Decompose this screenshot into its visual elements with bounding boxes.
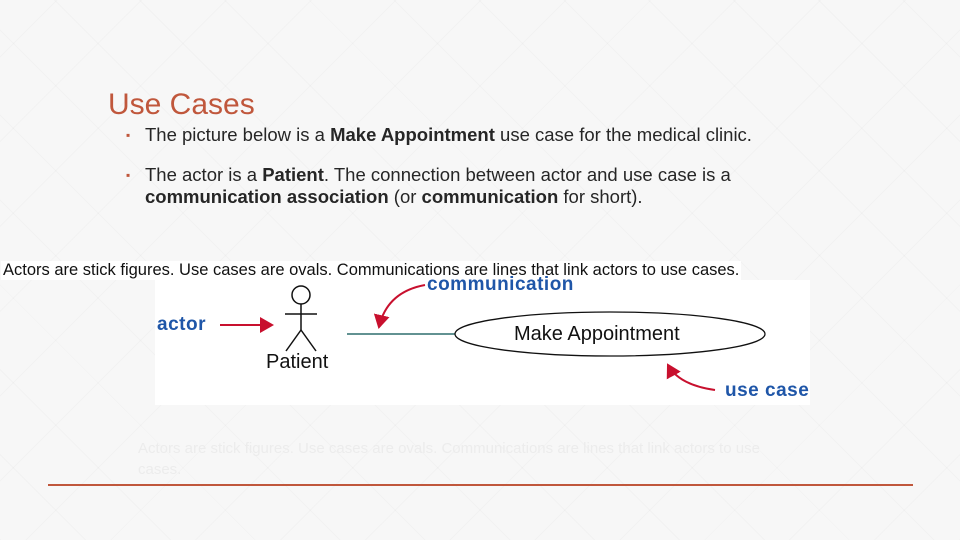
bold-term: Make Appointment — [330, 124, 495, 145]
bold-term: communication association — [145, 186, 389, 207]
actor-right-leg — [300, 329, 317, 352]
slide-title: Use Cases — [108, 88, 255, 121]
image-caption: Actors are stick figures. Use cases are … — [1, 261, 742, 280]
bullet-list: ▪ The picture below is a Make Appointmen… — [126, 124, 826, 226]
text-run: . The connection between actor and use c… — [323, 164, 731, 185]
use-case-arrow-icon — [666, 363, 716, 391]
footer-divider — [48, 484, 913, 486]
text-run: for short). — [558, 186, 643, 207]
actor-name-label: Patient — [266, 351, 329, 373]
bullet-item: ▪ The picture below is a Make Appointmen… — [126, 124, 826, 146]
actor-head — [291, 285, 311, 305]
actor-left-leg — [285, 329, 302, 352]
use-case-annotation: use case — [725, 380, 810, 401]
bullet-item: ▪ The actor is a Patient. The connection… — [126, 164, 826, 208]
communication-arrow-icon — [373, 284, 426, 329]
bold-term: Patient — [262, 164, 324, 185]
actor-annotation: actor — [157, 314, 206, 335]
bullet-marker-icon: ▪ — [126, 168, 131, 182]
communication-annotation: communication — [427, 274, 574, 295]
bullet-marker-icon: ▪ — [126, 128, 131, 142]
actor-stick-figure — [285, 285, 317, 352]
use-case-oval — [454, 311, 766, 357]
bullet-text: The actor is a Patient. The connection b… — [145, 164, 731, 207]
text-run: The picture below is a — [145, 124, 331, 145]
bold-term: communication — [421, 186, 559, 207]
text-run: use case for the medical clinic. — [494, 124, 752, 145]
bullet-text: The picture below is a Make Appointment … — [145, 124, 752, 145]
text-run: The actor is a — [145, 164, 263, 185]
use-case-diagram: communication actor use case Patient Mak… — [155, 274, 810, 405]
alt-text-caption: Actors are stick figures. Use cases are … — [138, 440, 760, 478]
text-run: (or — [388, 186, 422, 207]
use-case-name-label: Make Appointment — [514, 323, 680, 345]
diagram-graphics — [220, 284, 766, 391]
